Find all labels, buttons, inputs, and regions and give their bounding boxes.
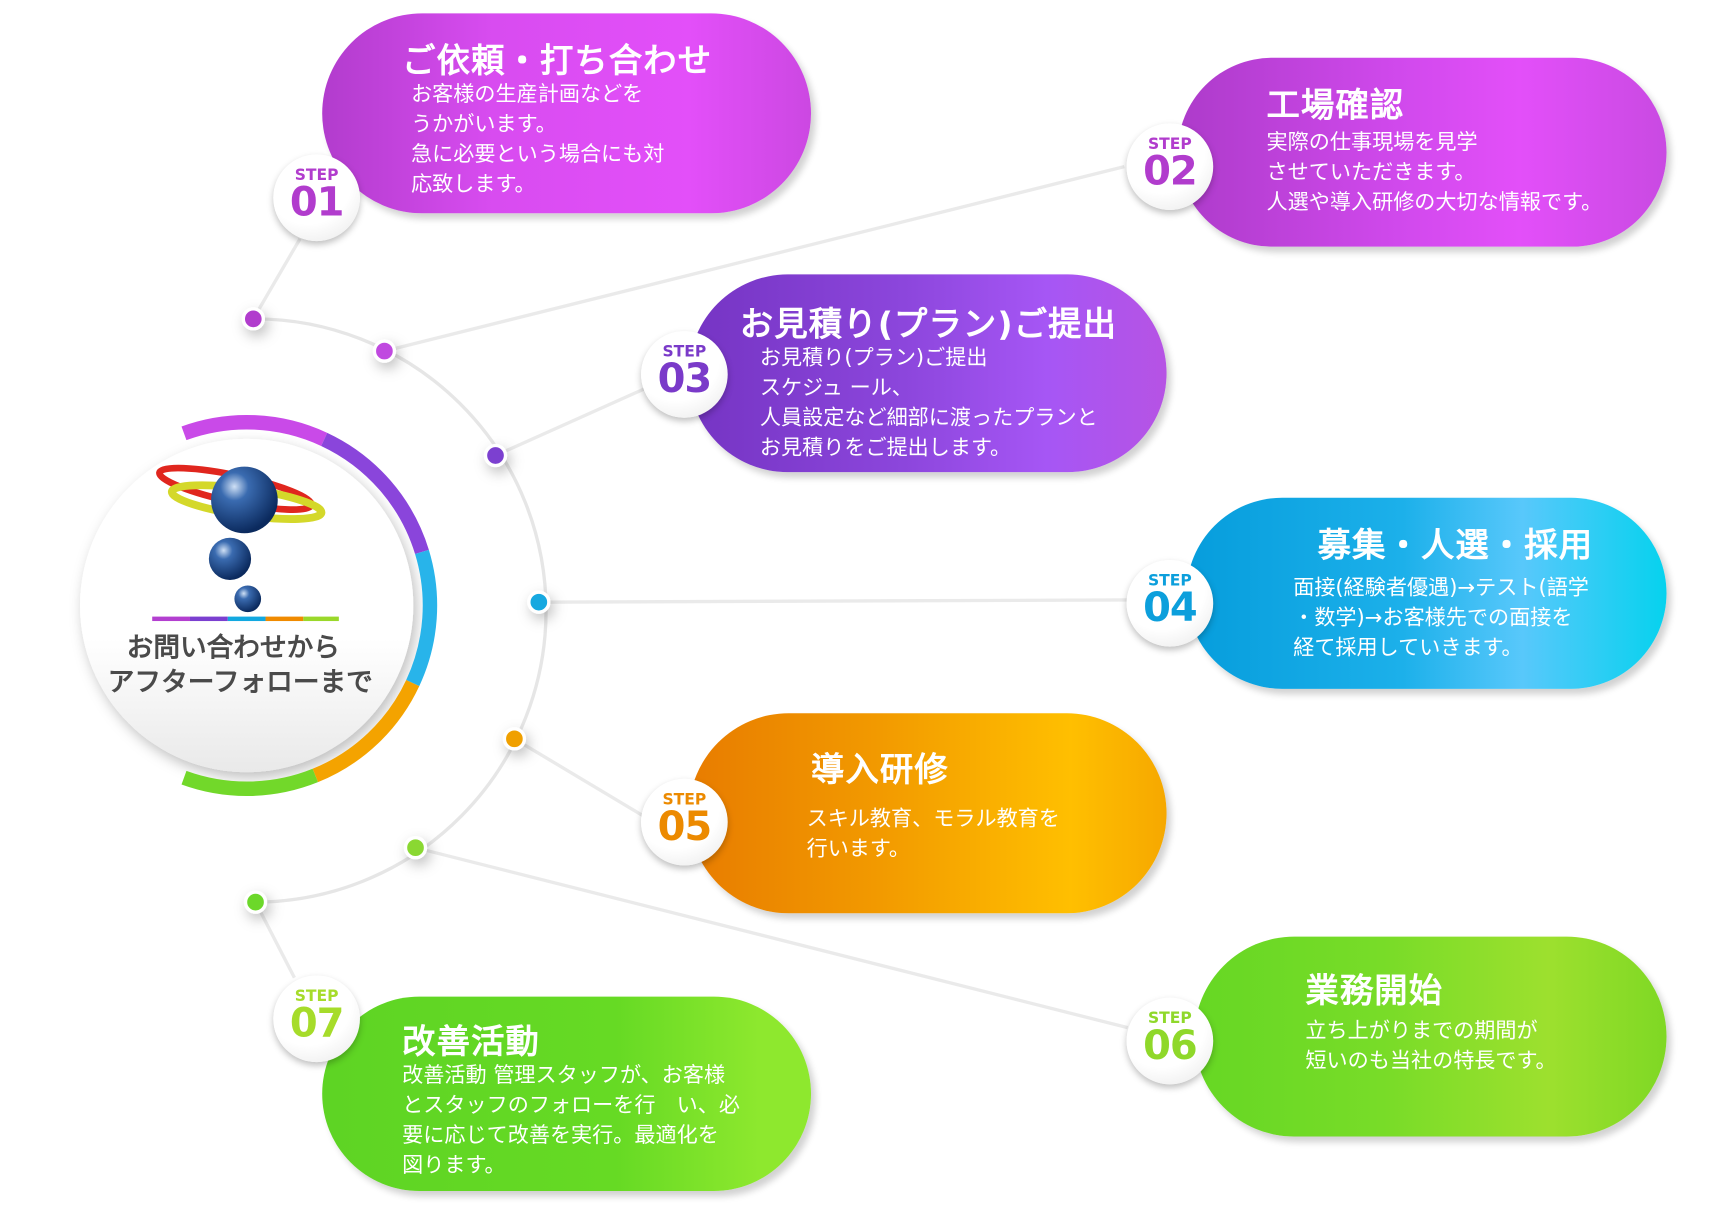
connector-lines — [251, 165, 1129, 1030]
node-dot-3 — [483, 443, 508, 468]
node-dot-1 — [241, 307, 265, 331]
body-line: させていただきます。 — [1266, 159, 1476, 185]
step-06-title: 業務開始 — [1305, 972, 1444, 1012]
body-line: お見積り(プラン)ご提出 — [759, 345, 988, 370]
body-line: 人選や導入研修の大切な情報です。 — [1266, 189, 1603, 215]
step-03-card: お見積り(プラン)ご提出 お見積り(プラン)ご提出スケジュ ール、人員設定など細… — [688, 274, 1167, 473]
step-01-body: お客様の生産計画などをうかがいます。急に必要という場合にも対応致します。 — [411, 80, 664, 200]
body-line: 要に応じて改善を実行。最適化を — [402, 1123, 719, 1148]
body-line: お客様の生産計画などを — [411, 82, 644, 107]
body-line: 改善活動 管理スタッフが、お客様 — [402, 1063, 726, 1088]
body-line: うかがいます。 — [411, 112, 557, 137]
body-line: 人員設定など細部に渡ったプランと — [759, 405, 1098, 430]
step-label: STEP — [1147, 1009, 1192, 1028]
step-02-card: 工場確認 実際の仕事現場を見学させていただきます。人選や導入研修の大切な情報です… — [1177, 57, 1667, 247]
body-line: 短いのも当社の特長です。 — [1305, 1048, 1557, 1074]
step-05-card: 導入研修 スキル教育、モラル教育を行います。 — [688, 713, 1167, 914]
step-02-body: 実際の仕事現場を見学させていただきます。人選や導入研修の大切な情報です。 — [1267, 128, 1603, 218]
body-line: 経て採用していきます。 — [1293, 635, 1523, 660]
step-number: 05 — [657, 804, 713, 850]
step-03-body: お見積り(プラン)ご提出スケジュ ール、人員設定など細部に渡ったプランとお見積り… — [760, 343, 1098, 463]
body-line: 行います。 — [806, 836, 911, 862]
body-line: お見積りをご提出します。 — [759, 435, 1012, 460]
step-06-body: 立ち上がりまでの期間が短いのも当社の特長です。 — [1305, 1017, 1556, 1077]
node-dot-7 — [243, 890, 268, 914]
step-label: STEP — [1147, 572, 1192, 590]
step-07-title: 改善活動 — [402, 1023, 540, 1063]
body-line: スキル教育、モラル教育を — [806, 806, 1060, 832]
step-02-title: 工場確認 — [1266, 86, 1405, 126]
step-04-title: 募集・人選・採用 — [1317, 526, 1594, 566]
node-dot-6 — [403, 836, 428, 860]
step-number: 06 — [1143, 1023, 1198, 1069]
body-line: スケジュ ール、 — [759, 375, 913, 400]
step-number: 07 — [289, 1001, 345, 1047]
center-title-line-1: お問い合わせから — [126, 632, 340, 664]
body-line: 急に必要という場合にも対 — [411, 142, 665, 167]
step-01-card: ご依頼・打ち合わせ お客様の生産計画などをうかがいます。急に必要という場合にも対… — [322, 13, 812, 214]
body-line: 面接(経験者優遇)→テスト(語学 — [1293, 575, 1589, 600]
step-03-title: お見積り(プラン)ご提出 — [739, 305, 1118, 345]
step-number: 04 — [1143, 585, 1198, 632]
body-line: とスタッフのフォローを行 い、必 — [402, 1093, 740, 1118]
step-04-card: 募集・人選・採用 面接(経験者優遇)→テスト(語学・数学)→お客様先での面接を経… — [1186, 497, 1667, 689]
step-label: STEP — [1147, 135, 1192, 154]
step-07-card: 改善活動 改善活動 管理スタッフが、お客様とスタッフのフォローを行 い、必要に応… — [322, 996, 812, 1191]
body-line: 図ります。 — [402, 1153, 506, 1178]
body-line: 応致します。 — [411, 172, 536, 197]
center-title-line-2: アフターフォローまで — [107, 666, 373, 698]
step-05-body: スキル教育、モラル教育を行います。 — [807, 804, 1060, 864]
node-dot-2 — [372, 339, 397, 363]
center-ring — [181, 415, 438, 796]
step-05-title: 導入研修 — [811, 751, 949, 790]
body-line: 実際の仕事現場を見学 — [1266, 129, 1478, 155]
step-06-card: 業務開始 立ち上がりまでの期間が短いのも当社の特長です。 — [1194, 936, 1667, 1137]
step-label: STEP — [662, 343, 707, 362]
step-number: 03 — [657, 356, 713, 403]
step-number: 01 — [289, 179, 345, 226]
step-label: STEP — [294, 166, 339, 185]
company-logo — [152, 464, 339, 622]
node-dot-4 — [527, 590, 551, 614]
step-number: 02 — [1143, 148, 1198, 195]
body-line: 立ち上がりまでの期間が — [1305, 1018, 1538, 1044]
step-07-body: 改善活動 管理スタッフが、お客様とスタッフのフォローを行 い、必要に応じて改善を… — [402, 1061, 740, 1181]
step-01-title: ご依頼・打ち合わせ — [402, 42, 713, 82]
body-line: ・数学)→お客様先での面接を — [1293, 605, 1573, 630]
step-04-body: 面接(経験者優遇)→テスト(語学・数学)→お客様先での面接を経て採用していきます… — [1293, 573, 1589, 663]
step-label: STEP — [294, 987, 339, 1006]
node-dot-5 — [502, 727, 527, 751]
step-label: STEP — [662, 791, 707, 809]
